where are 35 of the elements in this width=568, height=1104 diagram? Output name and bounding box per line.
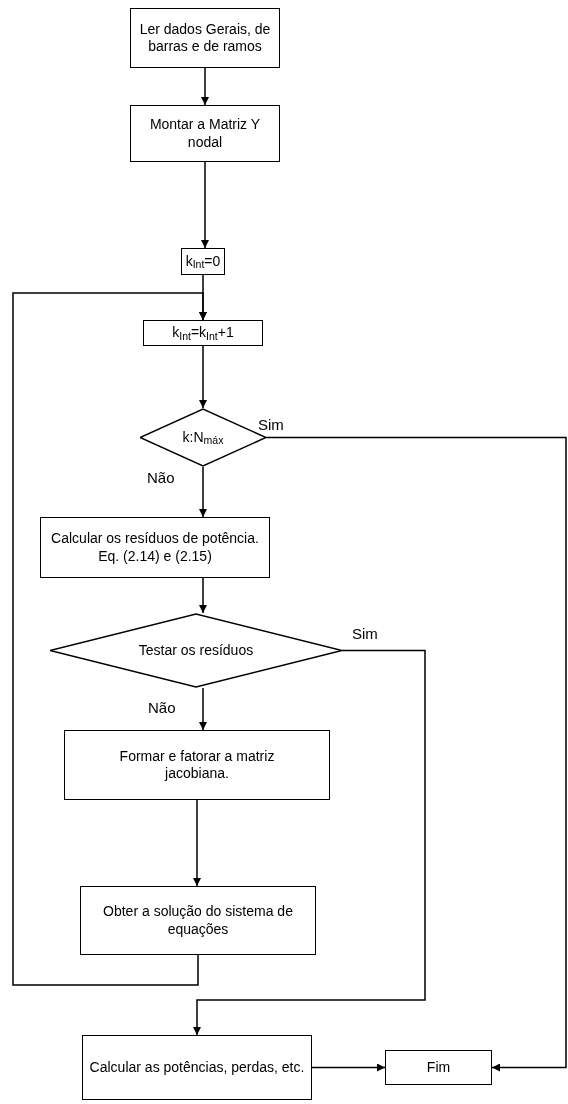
node-text: Calcular as potências, perdas, etc. [89, 1058, 305, 1077]
node-text: Montar a Matriz Y nodal [148, 116, 262, 151]
edge-label: Não [147, 470, 175, 485]
process-box [385, 1050, 492, 1085]
node-text: Obter a solução do sistema de equações [102, 903, 294, 938]
arrow [193, 649, 426, 1036]
arrow [199, 345, 207, 409]
process-box [40, 517, 270, 578]
process-box [130, 8, 280, 68]
arrow [201, 161, 209, 249]
arrow [199, 466, 207, 518]
process-box [82, 1035, 312, 1100]
node-text: Fim [426, 1058, 451, 1077]
arrow [265, 436, 567, 1072]
node-text: Testar os resíduos [138, 641, 254, 660]
node-text: Calcular os resíduos de potência. Eq. (2.14) e (2.15) [50, 530, 260, 565]
arrow [12, 292, 207, 986]
process-box [64, 730, 330, 800]
node-text: Ler dados Gerais, de barras e de ramos [138, 20, 272, 56]
node-text: k$_{Int}$=k$_{Int}$+1 [172, 324, 234, 342]
arrow [311, 1063, 386, 1072]
arrow [193, 799, 201, 887]
arrow [199, 577, 207, 614]
arrow [201, 67, 209, 106]
process-box [143, 320, 263, 346]
edge-label: Não [148, 700, 176, 715]
edge-label: Sim [258, 417, 284, 432]
node-text: k:N$_{máx}$ [182, 428, 224, 447]
process-box [130, 105, 280, 162]
node-text: k$_{Int}$=0 [185, 252, 221, 271]
edge-label: Sim [352, 626, 378, 641]
decision-diamond [50, 613, 342, 688]
node-text: Formar e fatorar a matriz jacobiana. [118, 747, 276, 783]
process-box [80, 886, 316, 955]
arrow [199, 687, 207, 731]
